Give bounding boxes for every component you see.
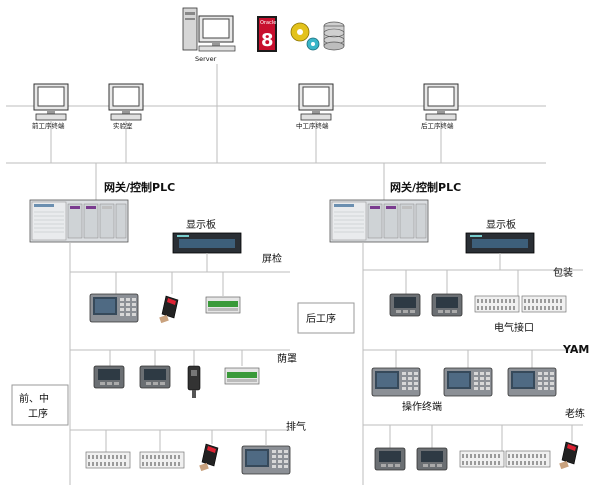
right-plc-rack-icon [329,199,429,243]
right-row1-hmi-2-icon [431,293,463,317]
left-row2-sensor-icon [187,365,201,399]
left-box-line1: 前、中 [19,392,49,405]
right-row2-operator-terminal-1-icon [371,367,421,397]
left-plc-rack-icon [29,199,129,243]
middle-process-terminal-icon [298,83,334,121]
oracle-database-icon: Oracle 8 [257,16,277,52]
right-row3-scanner-icon [558,441,579,470]
left-row3-io-strip-2-icon [139,451,185,469]
server-computer-icon [182,7,236,52]
back-process-terminal-icon [423,83,459,121]
back-process-box-label: 后工序 [306,312,336,325]
left-row3-io-strip-1-icon [85,451,131,469]
left-row2-io-module-icon [224,367,260,385]
right-row2-operator-terminal-2-icon [443,367,493,397]
database-icon [323,21,345,51]
right-row3-hmi-1-icon [374,447,406,471]
right-row3-hmi-2-icon [416,447,448,471]
left-row3-scanner-icon [198,443,219,472]
left-row3-operator-terminal-icon [241,445,291,475]
left-row1-io-module-icon [205,296,241,314]
middle-process-terminal-label: 中工序终端 [296,121,329,130]
right-row2-operator-terminal-3-icon [507,367,557,397]
right-display-label: 显示板 [486,218,516,231]
right-plc-label: 网关/控制PLC [390,180,461,194]
left-row2-label: 荫罩 [277,353,297,365]
right-elec-interface-label: 电气接口 [494,321,534,334]
left-process-box [11,384,69,426]
gear-icon [290,22,320,51]
right-row1-hmi-1-icon [389,293,421,317]
right-yam-label: YAM [562,343,589,356]
left-row1-label: 屏检 [262,252,282,265]
lab-terminal-label: 实验室 [113,121,133,130]
oracle-version-text: 8 [261,30,274,51]
server-label: Server [195,55,217,63]
lab-terminal-icon [108,83,144,121]
right-row3-io-strip-2-icon [505,450,551,468]
right-operator-terminal-label: 操作终端 [402,400,442,413]
right-row3-label: 老练 [565,407,585,420]
left-box-line2: 工序 [28,407,48,420]
right-row1-label: 包装 [553,266,573,279]
left-display-label: 显示板 [186,218,216,231]
left-row1-scanner-icon [158,295,179,324]
back-process-terminal-label: 后工序终端 [421,121,454,130]
left-row2-hmi-1-icon [93,365,125,389]
right-row3-io-strip-1-icon [459,450,505,468]
front-process-terminal-icon [33,83,69,121]
left-row2-hmi-2-icon [139,365,171,389]
right-row1-io-strip-1-icon [474,295,520,313]
left-row1-operator-terminal-icon [89,293,139,323]
left-display-board-icon [172,232,242,254]
oracle-brand-text: Oracle [260,20,276,26]
right-row1-io-strip-2-icon [521,295,567,313]
right-display-board-icon [465,232,535,254]
left-plc-label: 网关/控制PLC [104,180,175,194]
front-process-terminal-label: 前工序终端 [32,121,65,130]
left-row3-label: 排气 [286,420,306,433]
back-process-box [297,302,355,334]
